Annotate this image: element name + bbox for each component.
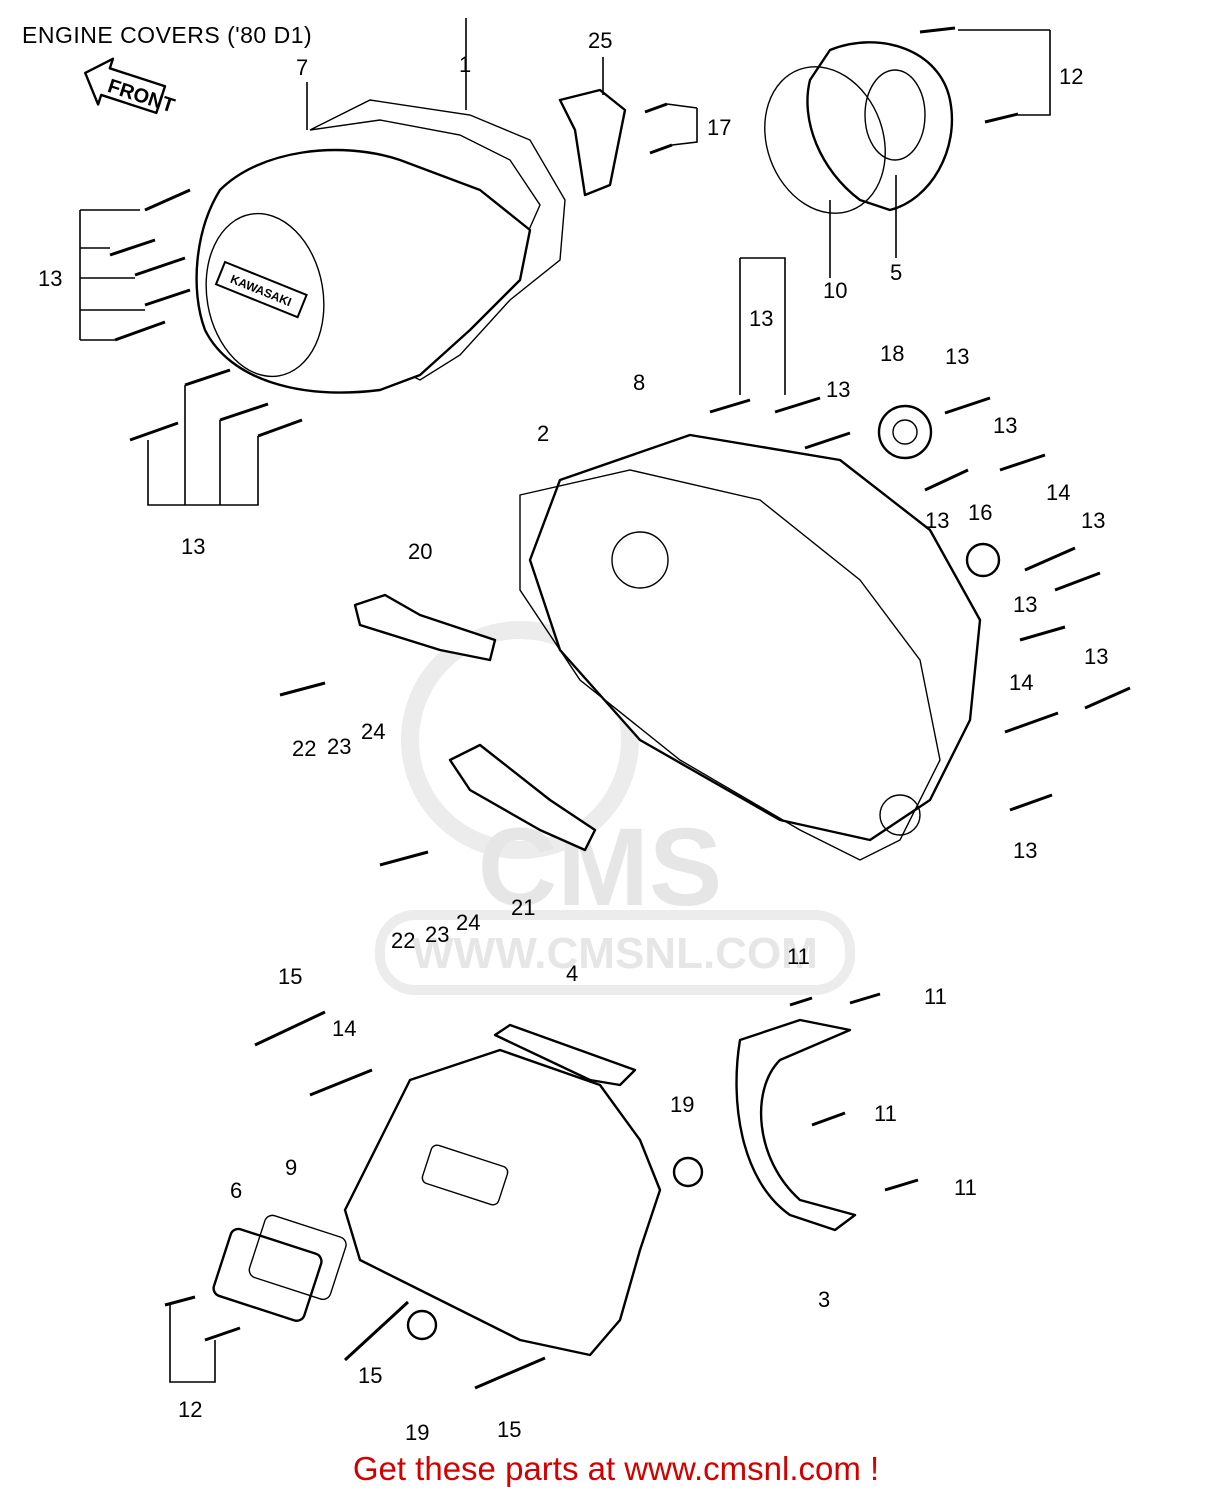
svg-text:18: 18	[880, 341, 904, 366]
svg-text:13: 13	[1084, 644, 1108, 669]
watermark-url: WWW.CMSNL.COM	[412, 929, 818, 978]
svg-text:20: 20	[408, 539, 432, 564]
svg-text:13: 13	[945, 344, 969, 369]
part-25-bracket	[558, 88, 627, 197]
svg-text:13: 13	[1013, 838, 1037, 863]
front-arrow-icon: FRONT	[84, 57, 177, 117]
svg-text:9: 9	[285, 1155, 297, 1180]
svg-text:7: 7	[296, 55, 308, 80]
svg-text:15: 15	[358, 1363, 382, 1388]
svg-text:21: 21	[511, 895, 535, 920]
part-21-guide	[448, 743, 597, 852]
svg-text:19: 19	[670, 1092, 694, 1117]
watermark: CMS WWW.CMSNL.COM	[375, 621, 855, 995]
svg-text:13: 13	[993, 413, 1017, 438]
svg-text:14: 14	[1009, 670, 1033, 695]
svg-text:3: 3	[818, 1287, 830, 1312]
svg-text:10: 10	[823, 278, 847, 303]
svg-text:24: 24	[456, 910, 480, 935]
bolts	[109, 26, 1131, 1390]
svg-text:13: 13	[181, 534, 205, 559]
svg-text:6: 6	[230, 1178, 242, 1203]
svg-text:5: 5	[890, 260, 902, 285]
svg-text:14: 14	[332, 1016, 356, 1041]
part-8-clutch-cover	[528, 433, 982, 842]
svg-text:11: 11	[874, 1101, 897, 1126]
part-7-generator-cover: KAWASAKI	[195, 148, 532, 394]
svg-text:16: 16	[968, 500, 992, 525]
part-6-cover	[212, 1227, 323, 1322]
svg-text:11: 11	[954, 1175, 977, 1200]
svg-text:1: 1	[459, 52, 471, 77]
svg-text:25: 25	[588, 28, 612, 53]
svg-text:4: 4	[566, 961, 578, 986]
part-3-guard	[735, 1018, 857, 1232]
svg-text:13: 13	[826, 377, 850, 402]
part-19-washer-lower	[406, 1309, 438, 1341]
svg-text:13: 13	[749, 306, 773, 331]
svg-text:13: 13	[1081, 508, 1105, 533]
svg-text:15: 15	[497, 1417, 521, 1442]
part-19-washer-upper	[672, 1156, 704, 1188]
svg-text:11: 11	[787, 944, 810, 969]
svg-text:24: 24	[361, 719, 385, 744]
svg-text:14: 14	[1046, 480, 1070, 505]
svg-text:19: 19	[405, 1420, 429, 1445]
svg-text:17: 17	[707, 115, 731, 140]
part-10-o-ring	[764, 66, 886, 214]
leader-lines	[79, 18, 1051, 1383]
part-5-cover	[806, 41, 954, 212]
svg-text:13: 13	[38, 266, 62, 291]
svg-text:15: 15	[278, 964, 302, 989]
svg-text:13: 13	[1013, 592, 1037, 617]
svg-text:12: 12	[1059, 64, 1083, 89]
watermark-logo: CMS	[478, 806, 722, 929]
callout-labels: 1 2 3 4 5 6 7 8 9 10 11 11 11 11 12 12 1…	[38, 28, 1108, 1445]
svg-text:12: 12	[178, 1397, 202, 1422]
svg-text:13: 13	[925, 508, 949, 533]
svg-text:2: 2	[537, 421, 549, 446]
part-18-oil-seal	[877, 404, 933, 460]
svg-text:22: 22	[292, 736, 316, 761]
part-9-gasket	[248, 1214, 347, 1301]
part-2-gasket	[519, 469, 941, 861]
svg-text:23: 23	[425, 922, 449, 947]
part-4-sprocket-cover	[343, 1048, 662, 1357]
svg-text:11: 11	[924, 984, 947, 1009]
svg-text:8: 8	[633, 370, 645, 395]
svg-text:23: 23	[327, 734, 351, 759]
part-20-guide	[353, 593, 497, 662]
diagram-title: ENGINE COVERS ('80 D1)	[22, 22, 313, 48]
part-16-plug	[965, 542, 1001, 578]
footer-link-text[interactable]: Get these parts at www.cmsnl.com !	[352, 1450, 880, 1487]
svg-text:22: 22	[391, 928, 415, 953]
